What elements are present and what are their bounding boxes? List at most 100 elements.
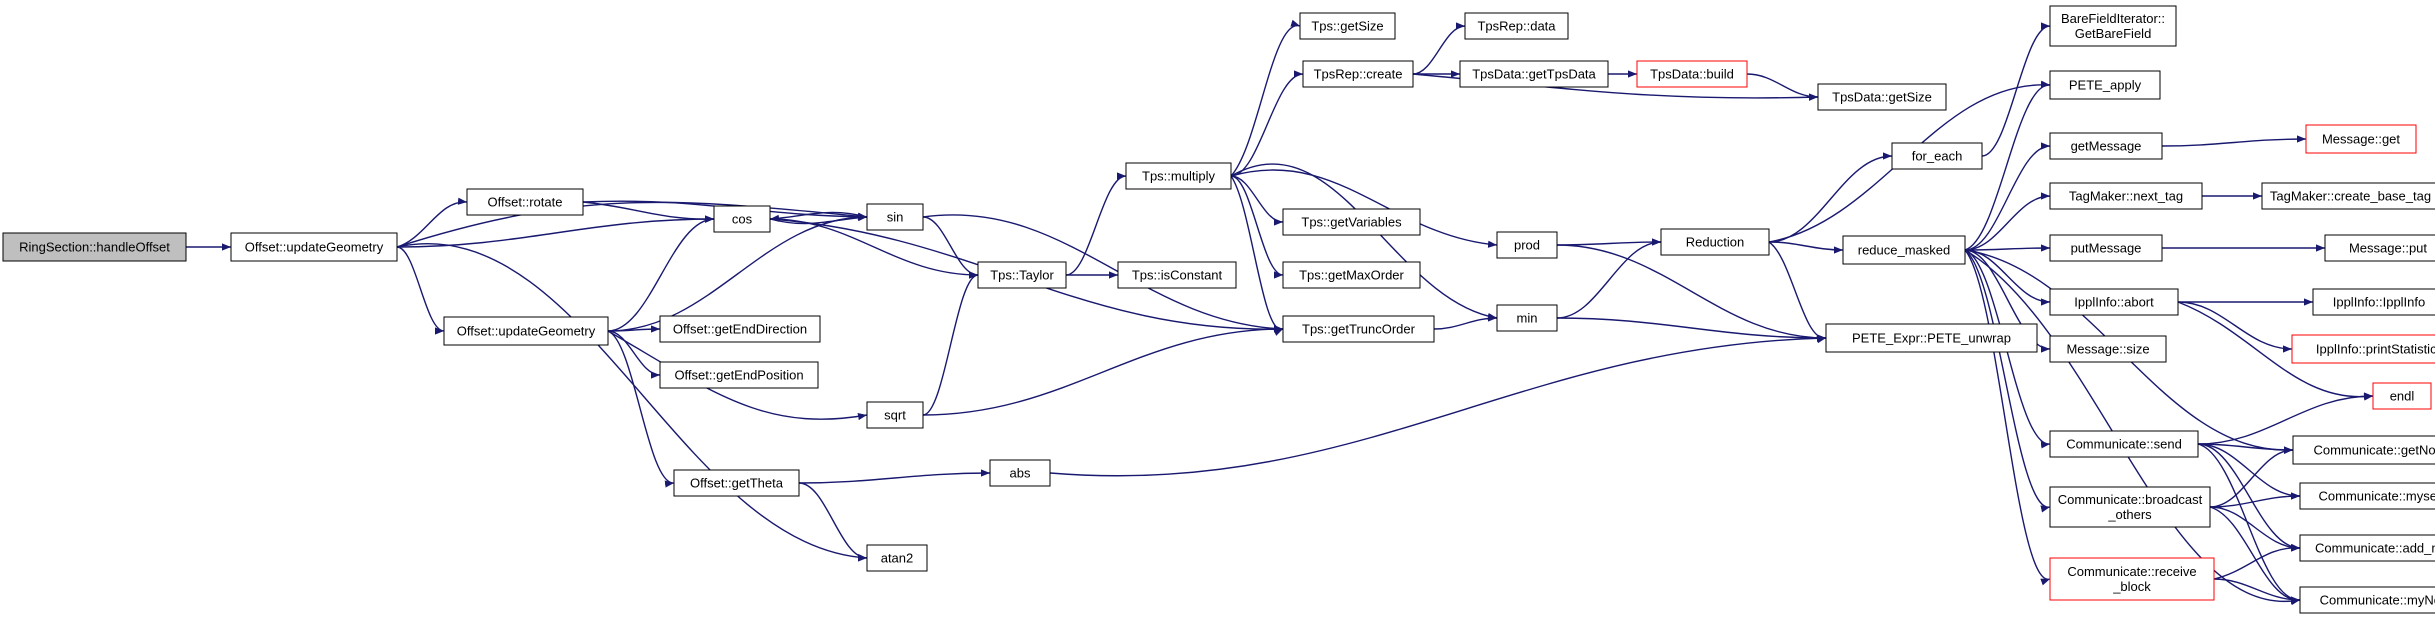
edge-send-to-endl [2197, 392, 2374, 445]
node-msgsize[interactable]: Message::size [2049, 335, 2167, 363]
node-isconst[interactable]: Tps::isConstant [1117, 261, 1237, 289]
node-printstats[interactable]: IpplInfo::printStatistics [2291, 334, 2435, 364]
edge-abort-to-printstats [2177, 301, 2293, 353]
node-sqrt[interactable]: sqrt [866, 401, 924, 429]
node-min[interactable]: min [1496, 304, 1558, 332]
node-peteapply[interactable]: PETE_apply [2049, 70, 2161, 100]
node-box [866, 544, 928, 572]
node-label: Reduction [1686, 235, 1745, 250]
node-label: Offset::updateGeometry [457, 324, 596, 339]
node-ipplinfo[interactable]: IpplInfo::IpplInfo [2312, 288, 2435, 316]
edge-send-to-addmsg [2197, 443, 2301, 552]
node-foreach[interactable]: for_each [1891, 142, 1983, 170]
edge-theta-to-atan2 [798, 482, 868, 562]
node-abort[interactable]: IpplInfo::abort [2049, 288, 2179, 316]
node-mysend[interactable]: Communicate::mysend [2299, 482, 2435, 510]
node-box [2049, 5, 2177, 47]
node-box [659, 361, 819, 389]
node-label: Message::size [2066, 342, 2149, 357]
node-getnodes[interactable]: Communicate::getNodes [2292, 435, 2435, 465]
node-getmessage[interactable]: getMessage [2049, 132, 2163, 160]
edge-send-to-mysend [2197, 443, 2301, 500]
node-build[interactable]: TpsData::build [1636, 60, 1748, 88]
node-send[interactable]: Communicate::send [2049, 430, 2199, 458]
node-theta[interactable]: Offset::getTheta [673, 469, 800, 497]
node-taylor[interactable]: Tps::Taylor [977, 261, 1067, 289]
edge-min-to-reduction [1556, 238, 1662, 319]
node-barefield[interactable]: BareFieldIterator::GetBareField [2049, 5, 2177, 47]
node-box [1842, 235, 1966, 265]
node-box [2, 232, 187, 262]
edge-reducemasked-to-peteapply [1964, 80, 2051, 251]
node-box [2299, 534, 2435, 562]
node-orotate[interactable]: Offset::rotate [466, 188, 584, 216]
node-basetag[interactable]: TagMaker::create_base_tag [2261, 182, 2435, 210]
node-gettrunc[interactable]: Tps::getTruncOrder [1282, 315, 1435, 343]
node-getvars[interactable]: Tps::getVariables [1282, 208, 1421, 236]
node-label: Communicate::add_msg [2315, 541, 2435, 556]
node-getmaxorder[interactable]: Tps::getMaxOrder [1282, 261, 1421, 289]
node-putmessage[interactable]: putMessage [2049, 234, 2163, 262]
node-ring[interactable]: RingSection::handleOffset [2, 232, 187, 262]
node-label: Offset::updateGeometry [245, 240, 384, 255]
edge-reducemasked-to-msgsize [1964, 249, 2051, 353]
edge-sin-to-taylor [922, 216, 979, 279]
node-repcreate[interactable]: TpsRep::create [1302, 60, 1414, 88]
edge-ougeom2-to-theta [607, 330, 675, 488]
node-label: Communicate::myNode [2320, 593, 2435, 608]
node-box [1282, 315, 1435, 343]
edge-multiply-to-prod [1230, 169, 1498, 248]
node-box [1282, 261, 1421, 289]
node-cos[interactable]: cos [713, 205, 771, 233]
edge-reducemasked-to-send [1964, 249, 2051, 449]
node-gettpsdata[interactable]: TpsData::getTpsData [1459, 60, 1609, 88]
node-box [673, 469, 800, 497]
node-label: reduce_masked [1858, 243, 1951, 258]
node-box [2292, 435, 2435, 465]
node-bcast[interactable]: Communicate::broadcast_others [2049, 486, 2211, 528]
node-repdata[interactable]: TpsRep::data [1464, 12, 1569, 40]
node-datasize[interactable]: TpsData::getSize [1817, 83, 1947, 111]
node-box [1636, 60, 1748, 88]
node-enddir[interactable]: Offset::getEndDirection [659, 315, 821, 343]
edge-reduction-to-unwrap [1768, 241, 1827, 344]
node-endl[interactable]: endl [2372, 382, 2432, 410]
node-label: Communicate::getNodes [2313, 443, 2435, 458]
edge-orotate-to-cos [582, 201, 715, 223]
node-sin[interactable]: sin [866, 203, 924, 231]
node-abs[interactable]: abs [989, 459, 1051, 487]
node-box [1299, 12, 1396, 40]
node-box [2049, 557, 2215, 601]
edge-min-to-unwrap [1556, 317, 1827, 342]
node-reducemasked[interactable]: reduce_masked [1842, 235, 1966, 265]
node-recvblock[interactable]: Communicate::receive_block [2049, 557, 2215, 601]
node-label: TagMaker::create_base_tag [2270, 189, 2431, 204]
edge-ougeom2-to-cos [607, 215, 715, 332]
node-multiply[interactable]: Tps::multiply [1125, 162, 1232, 190]
node-ougeom1[interactable]: Offset::updateGeometry [230, 232, 398, 262]
edge-multiply-to-min [1230, 163, 1498, 321]
node-label: getMessage [2071, 139, 2142, 154]
node-prod[interactable]: prod [1496, 231, 1558, 259]
node-box [989, 459, 1051, 487]
node-box [443, 316, 609, 346]
node-addmsg[interactable]: Communicate::add_msg [2299, 534, 2435, 562]
node-ougeom2[interactable]: Offset::updateGeometry [443, 316, 609, 346]
node-reduction[interactable]: Reduction [1660, 228, 1770, 256]
node-atan2[interactable]: atan2 [866, 544, 928, 572]
node-msgget[interactable]: Message::get [2305, 124, 2417, 154]
edge-taylor-to-multiply [1065, 172, 1127, 276]
edge-abort-to-endl [2177, 301, 2374, 401]
node-mynode[interactable]: Communicate::myNode [2299, 586, 2435, 614]
node-unwrap[interactable]: PETE_Expr::PETE_unwrap [1825, 323, 2038, 353]
edge-recvblock-to-mynode [2213, 578, 2301, 604]
node-tpssize[interactable]: Tps::getSize [1299, 12, 1396, 40]
node-nexttag[interactable]: TagMaker::next_tag [2049, 182, 2203, 210]
node-msgput[interactable]: Message::put [2324, 234, 2435, 262]
node-box [2049, 335, 2167, 363]
node-endpos[interactable]: Offset::getEndPosition [659, 361, 819, 389]
edge-recvblock-to-addmsg [2213, 543, 2301, 580]
edge-ougeom2-to-sqrt [607, 330, 868, 421]
node-label: Tps::isConstant [1132, 268, 1223, 283]
edge-foreach-to-barefield [1981, 22, 2051, 157]
